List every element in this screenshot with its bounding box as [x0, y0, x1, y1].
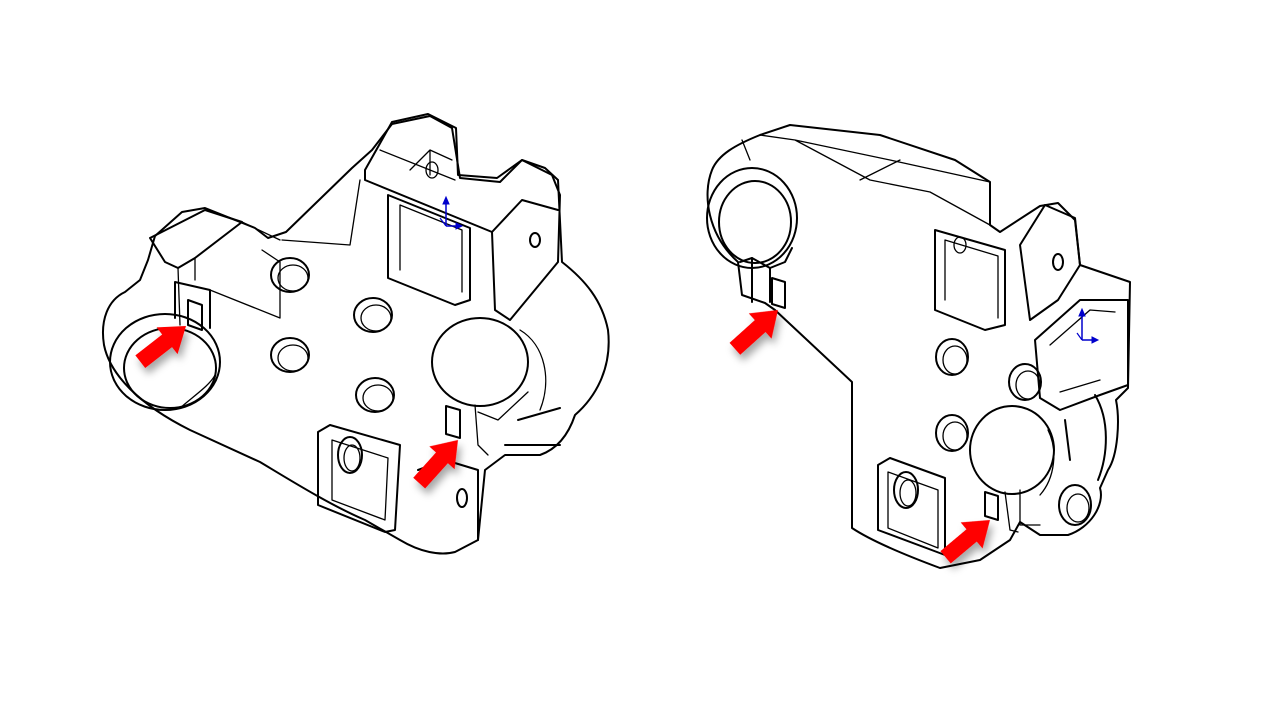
hole-3 — [270, 337, 310, 373]
right-upper-frame — [934, 229, 1006, 331]
right-hole-3 — [935, 414, 969, 452]
slot-left-b — [445, 405, 461, 439]
hole-2 — [353, 297, 393, 333]
left-ring-outer — [109, 313, 221, 411]
right-lower-pocket — [877, 457, 946, 556]
right-hole-2 — [1008, 363, 1042, 401]
right-hole-1 — [935, 338, 969, 376]
lower-pocket — [317, 424, 401, 533]
coordinate-triad-icon-right — [1076, 307, 1100, 344]
part-left — [102, 113, 610, 555]
coordinate-triad-icon — [439, 195, 464, 230]
upper-frame — [364, 113, 561, 321]
slot-left-a — [187, 299, 203, 331]
slot-right-a — [771, 277, 786, 309]
bore-right — [431, 317, 529, 407]
right-ring-inner — [718, 180, 792, 264]
part-right — [706, 124, 1131, 569]
hole-1 — [270, 257, 310, 293]
hole-4 — [355, 377, 395, 413]
slot-right-b — [984, 491, 999, 521]
part-right-body — [706, 124, 1131, 569]
